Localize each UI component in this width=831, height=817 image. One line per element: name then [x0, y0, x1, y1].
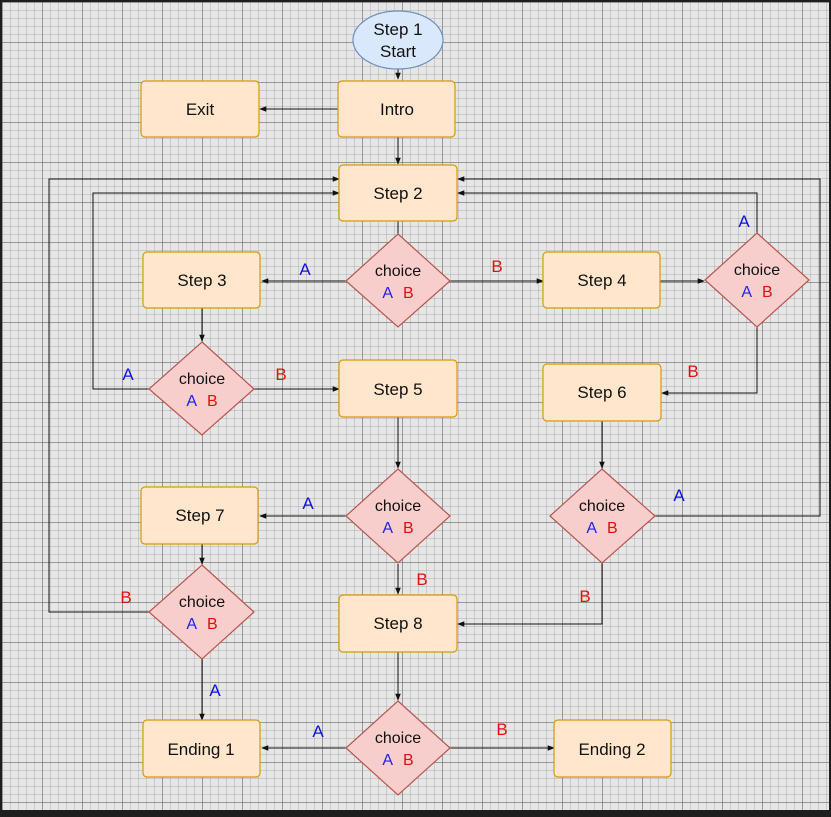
- choice-2-a: A: [741, 284, 752, 301]
- label-choice3-b: B: [275, 365, 286, 384]
- choice-6-a: A: [186, 616, 197, 633]
- start-node[interactable]: Step 1 Start: [352, 10, 444, 70]
- box-step4-label: Step 4: [577, 271, 626, 290]
- start-line2: Start: [380, 42, 416, 61]
- box-step7[interactable]: Step 7: [140, 486, 259, 545]
- choice-3-title: choice: [179, 371, 225, 388]
- label-choice5-b: B: [579, 587, 590, 606]
- box-step4[interactable]: Step 4: [542, 251, 661, 309]
- choice-5-title: choice: [579, 498, 625, 515]
- edge-labels: A B A B A B A B A B B A A B: [120, 212, 750, 741]
- label-choice5-a: A: [673, 486, 685, 505]
- choice-5-a: A: [586, 520, 597, 537]
- edge-choice5-step8: [457, 563, 603, 627]
- box-ending1-label: Ending 1: [167, 740, 234, 759]
- edge-choice5-step2: [457, 176, 821, 517]
- choice-7-a: A: [382, 752, 393, 769]
- label-choice7-b: B: [496, 720, 507, 739]
- box-ending2-label: Ending 2: [578, 740, 645, 759]
- choice-4-title: choice: [375, 498, 421, 515]
- box-ending2[interactable]: Ending 2: [553, 719, 672, 778]
- start-ellipse: [352, 10, 444, 70]
- box-step6-label: Step 6: [577, 383, 626, 402]
- label-choice2-a: A: [738, 212, 750, 231]
- box-step5-label: Step 5: [373, 380, 422, 399]
- box-intro-label: Intro: [380, 100, 414, 119]
- box-step8[interactable]: Step 8: [338, 594, 458, 653]
- label-choice4-a: A: [302, 494, 314, 513]
- edge-choice2-step6: [661, 327, 758, 396]
- box-step3[interactable]: Step 3: [142, 251, 261, 309]
- choice-2-b: B: [762, 284, 773, 301]
- choice-4-a: A: [382, 520, 393, 537]
- choice-1-a: A: [382, 285, 393, 302]
- label-choice3-a: A: [122, 365, 134, 384]
- box-step8-label: Step 8: [373, 614, 422, 633]
- box-intro[interactable]: Intro: [337, 80, 456, 138]
- edge-choice6-step2: [48, 176, 340, 613]
- box-step2-label: Step 2: [373, 184, 422, 203]
- choice-7-b: B: [403, 752, 414, 769]
- label-choice6-b: B: [120, 588, 131, 607]
- box-step7-label: Step 7: [175, 506, 224, 525]
- edge-choice3-step2: [92, 190, 340, 390]
- label-choice2-b: B: [687, 362, 698, 381]
- box-step3-label: Step 3: [177, 271, 226, 290]
- box-step5[interactable]: Step 5: [338, 359, 458, 418]
- choice-6-title: choice: [179, 594, 225, 611]
- box-ending1[interactable]: Ending 1: [142, 719, 261, 778]
- choice-2-title: choice: [734, 262, 780, 279]
- box-step2[interactable]: Step 2: [338, 164, 458, 222]
- label-choice6-a: A: [209, 681, 221, 700]
- label-choice1-a: A: [299, 260, 311, 279]
- box-exit-label: Exit: [186, 100, 215, 119]
- box-step6[interactable]: Step 6: [542, 363, 662, 422]
- choice-7-title: choice: [375, 730, 421, 747]
- choice-1-title: choice: [375, 263, 421, 280]
- choice-5-b: B: [607, 520, 618, 537]
- box-exit[interactable]: Exit: [140, 80, 260, 138]
- start-line1: Step 1: [373, 20, 422, 39]
- choice-4-b: B: [403, 520, 414, 537]
- choice-3-a: A: [186, 393, 197, 410]
- choice-1-b: B: [403, 285, 414, 302]
- label-choice4-b: B: [416, 570, 427, 589]
- edges: [48, 69, 821, 751]
- edge-choice2-step2: [457, 190, 758, 233]
- label-choice1-b: B: [491, 257, 502, 276]
- choice-3-b: B: [207, 393, 218, 410]
- label-choice7-a: A: [312, 722, 324, 741]
- choice-6-b: B: [207, 616, 218, 633]
